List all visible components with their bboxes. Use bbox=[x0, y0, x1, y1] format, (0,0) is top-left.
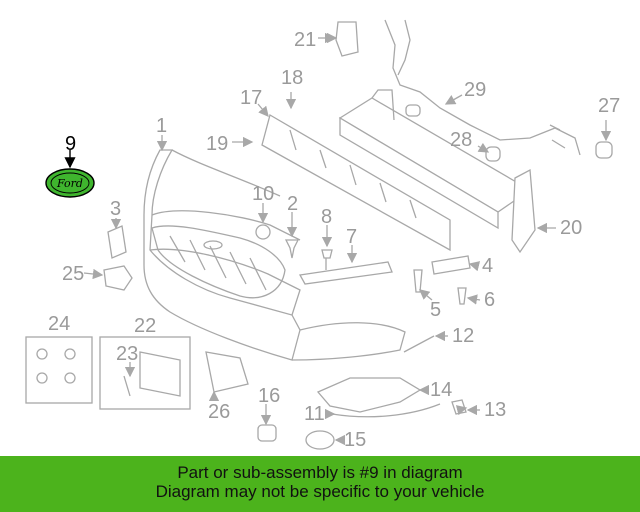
nut-part bbox=[257, 424, 277, 442]
callout-17: 17 bbox=[240, 87, 262, 109]
bumper-cover-part bbox=[143, 149, 406, 361]
callout-19: 19 bbox=[206, 133, 228, 155]
callout-24: 24 bbox=[48, 313, 70, 335]
plate-part bbox=[205, 351, 249, 393]
banner-line-1: Part or sub-assembly is #9 in diagram bbox=[177, 463, 463, 482]
callout-28: 28 bbox=[450, 129, 472, 151]
callout-29: 29 bbox=[464, 79, 486, 101]
callout-5: 5 bbox=[430, 299, 441, 321]
callout-2: 2 bbox=[287, 193, 298, 215]
trim-strip-part bbox=[298, 261, 393, 285]
energy-absorber-part bbox=[261, 114, 451, 252]
small-trim-part bbox=[451, 399, 467, 415]
ford-emblem-highlighted-part: Ford bbox=[45, 168, 95, 198]
reinforcement-bar-part bbox=[338, 89, 536, 254]
callout-20: 20 bbox=[560, 217, 582, 239]
callout-12: 12 bbox=[452, 325, 474, 347]
callout-15: 15 bbox=[344, 429, 366, 451]
banner-line-2: Diagram may not be specific to your vehi… bbox=[155, 482, 485, 501]
fog-lamp-bezel-part bbox=[316, 377, 422, 413]
callout-25: 25 bbox=[62, 263, 84, 285]
callout-22: 22 bbox=[134, 315, 156, 337]
mounting-bracket-part bbox=[431, 255, 471, 275]
callout-23: 23 bbox=[116, 343, 138, 365]
side-bracket-part bbox=[103, 265, 133, 291]
emblem-text: Ford bbox=[56, 177, 83, 190]
callout-21: 21 bbox=[294, 29, 316, 51]
callout-16: 16 bbox=[258, 385, 280, 407]
callout-6: 6 bbox=[484, 289, 495, 311]
callout-7: 7 bbox=[346, 226, 357, 248]
callout-27: 27 bbox=[598, 95, 620, 117]
callout-4: 4 bbox=[482, 255, 493, 277]
front-bumper-exploded-diagram: Ford 21 18 17 19 1 9 3 bbox=[25, 19, 620, 451]
callout-26: 26 bbox=[208, 401, 230, 423]
clip-part bbox=[403, 335, 435, 353]
callout-13: 13 bbox=[484, 399, 506, 421]
wiring-harness-part bbox=[384, 19, 581, 156]
molding-part bbox=[331, 403, 441, 418]
callout-11: 11 bbox=[304, 403, 325, 425]
leader-arrows bbox=[64, 32, 612, 446]
screw-part bbox=[321, 249, 333, 270]
license-bracket-box bbox=[99, 336, 191, 410]
push-pin-part bbox=[284, 239, 300, 259]
callout-10: 10 bbox=[252, 183, 274, 205]
bolt-part-6 bbox=[457, 287, 467, 305]
callout-3: 3 bbox=[110, 198, 121, 220]
callout-18: 18 bbox=[281, 67, 303, 89]
bracket-part bbox=[335, 21, 359, 57]
callout-9-highlighted: 9 bbox=[65, 133, 76, 155]
parking-sensor-part bbox=[485, 141, 613, 162]
part-info-banner: Part or sub-assembly is #9 in diagram Di… bbox=[0, 456, 640, 512]
bolt-part bbox=[413, 269, 423, 293]
grommet-part bbox=[255, 224, 271, 240]
callout-14: 14 bbox=[430, 379, 452, 401]
washer-cover-part bbox=[107, 225, 127, 259]
screw-kit-box bbox=[25, 336, 93, 404]
fog-lamp-ring-part bbox=[305, 430, 335, 450]
callout-8: 8 bbox=[321, 206, 332, 228]
callout-1: 1 bbox=[156, 115, 167, 137]
